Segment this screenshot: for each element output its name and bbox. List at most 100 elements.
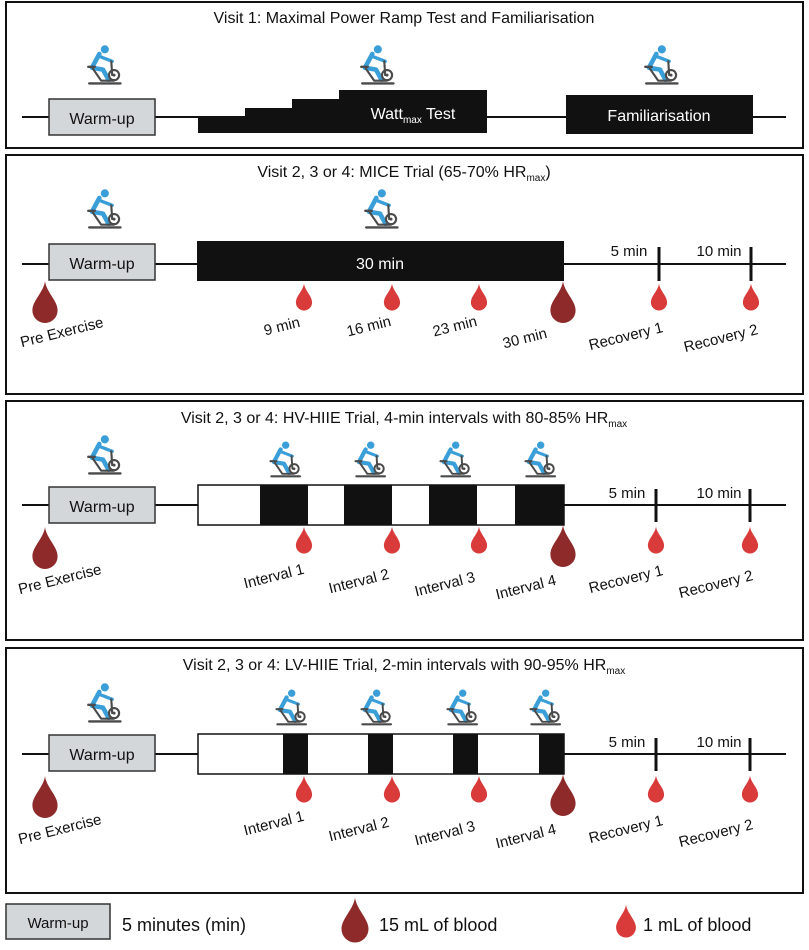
recovery-2-duration: 10 min bbox=[696, 734, 741, 751]
stationary-bike-icon bbox=[88, 435, 120, 473]
blood-drop-small-icon bbox=[383, 283, 401, 311]
mice-block-label: 30 min bbox=[356, 256, 404, 273]
ramp-test-block bbox=[198, 90, 487, 133]
stationary-bike-icon bbox=[356, 442, 385, 477]
work-interval-1 bbox=[260, 485, 308, 525]
label-interval-4: Interval 4 bbox=[494, 572, 558, 603]
work-interval-2 bbox=[368, 734, 393, 774]
blood-drop-small-icon bbox=[741, 526, 759, 554]
blood-drop-small-icon bbox=[295, 283, 313, 311]
blood-drop-large-icon bbox=[32, 281, 58, 323]
warmup-box bbox=[48, 98, 156, 136]
familiarisation-block bbox=[566, 95, 753, 134]
work-interval-3 bbox=[453, 734, 478, 774]
label-interval-2: Interval 2 bbox=[327, 566, 391, 597]
label-interval-1: Interval 1 bbox=[242, 808, 306, 839]
legend-warmup-box bbox=[5, 903, 111, 940]
blood-drop-large-icon bbox=[341, 897, 369, 943]
recovery-2-duration: 10 min bbox=[696, 243, 741, 260]
panel-frame bbox=[5, 647, 804, 894]
panel-title: Visit 1: Maximal Power Ramp Test and Fam… bbox=[214, 10, 595, 27]
label-recovery-2: Recovery 2 bbox=[677, 567, 755, 602]
panel-frame bbox=[5, 400, 804, 641]
warmup-label: Warm-up bbox=[69, 111, 134, 128]
stationary-bike-icon bbox=[645, 45, 677, 83]
blood-drop-small-icon bbox=[470, 775, 488, 803]
recovery-1-duration: 5 min bbox=[611, 243, 648, 260]
blood-drop-large-icon bbox=[550, 525, 576, 567]
warmup-label: Warm-up bbox=[69, 747, 134, 764]
label-sample-30: 30 min bbox=[501, 325, 549, 352]
warmup-box bbox=[48, 243, 156, 281]
recovery-2-duration: 10 min bbox=[696, 485, 741, 502]
label-sample-23: 23 min bbox=[431, 313, 479, 340]
blood-drop-small-icon bbox=[383, 526, 401, 554]
stationary-bike-icon bbox=[88, 45, 120, 83]
work-interval-1 bbox=[283, 734, 308, 774]
ramp-test-label: Wattmax Test bbox=[371, 106, 456, 126]
label-recovery-2: Recovery 2 bbox=[682, 321, 760, 356]
stationary-bike-icon bbox=[271, 442, 300, 477]
blood-drop-large-icon bbox=[550, 774, 576, 816]
stationary-bike-icon bbox=[448, 690, 477, 725]
legend-small-drop: 1 mL of blood bbox=[643, 915, 751, 935]
mice-block bbox=[197, 241, 564, 281]
stationary-bike-icon bbox=[88, 189, 120, 227]
panel-frame bbox=[5, 1, 804, 149]
label-recovery-2: Recovery 2 bbox=[677, 816, 755, 851]
label-interval-2: Interval 2 bbox=[327, 814, 391, 845]
stationary-bike-icon bbox=[362, 690, 391, 725]
label-interval-3: Interval 3 bbox=[413, 818, 477, 849]
panel-title: Visit 2, 3 or 4: MICE Trial (65-70% HRma… bbox=[257, 164, 550, 184]
panel-visit-2-mice: Visit 2, 3 or 4: MICE Trial (65-70% HRma… bbox=[5, 154, 804, 395]
legend: Warm-up 5 minutes (min) 15 mL of blood 1… bbox=[5, 897, 751, 943]
work-interval-2 bbox=[344, 485, 392, 525]
blood-drop-small-icon bbox=[650, 283, 668, 311]
blood-drop-small-icon bbox=[470, 526, 488, 554]
stationary-bike-icon bbox=[361, 45, 393, 83]
label-interval-1: Interval 1 bbox=[242, 561, 306, 592]
label-pre-exercise: Pre Exercise bbox=[19, 314, 106, 351]
warmup-box bbox=[48, 486, 156, 524]
blood-drop-small-icon bbox=[295, 526, 313, 554]
blood-drop-large-icon bbox=[550, 281, 576, 323]
label-sample-9: 9 min bbox=[262, 314, 302, 339]
panel-visit-1: Visit 1: Maximal Power Ramp Test and Fam… bbox=[5, 1, 804, 149]
blood-drop-small-icon bbox=[647, 526, 665, 554]
label-pre-exercise: Pre Exercise bbox=[17, 561, 104, 598]
blood-drop-small-icon bbox=[470, 283, 488, 311]
stationary-bike-icon bbox=[365, 189, 397, 227]
label-sample-16: 16 min bbox=[345, 313, 393, 340]
work-interval-4 bbox=[515, 485, 564, 525]
warmup-label: Warm-up bbox=[69, 256, 134, 273]
familiarisation-label: Familiarisation bbox=[607, 108, 710, 125]
recovery-1-duration: 5 min bbox=[609, 734, 646, 751]
stationary-bike-icon bbox=[531, 690, 560, 725]
label-recovery-1: Recovery 1 bbox=[587, 319, 665, 354]
panel-visit-3-hv-hiie: Visit 2, 3 or 4: HV-HIIE Trial, 4-min in… bbox=[5, 400, 804, 641]
label-recovery-1: Recovery 1 bbox=[587, 812, 665, 847]
blood-drop-small-icon bbox=[647, 775, 665, 803]
blood-drop-small-icon bbox=[383, 775, 401, 803]
label-interval-3: Interval 3 bbox=[413, 569, 477, 600]
stationary-bike-icon bbox=[526, 442, 555, 477]
blood-drop-large-icon bbox=[32, 776, 58, 818]
stationary-bike-icon bbox=[88, 683, 120, 721]
warmup-label: Warm-up bbox=[69, 499, 134, 516]
blood-drop-small-icon bbox=[295, 775, 313, 803]
panel-visit-4-lv-hiie: Visit 2, 3 or 4: LV-HIIE Trial, 2-min in… bbox=[5, 647, 804, 894]
recovery-1-duration: 5 min bbox=[609, 485, 646, 502]
legend-large-drop: 15 mL of blood bbox=[379, 915, 497, 935]
blood-drop-small-icon bbox=[741, 775, 759, 803]
work-interval-3 bbox=[429, 485, 477, 525]
work-interval-4 bbox=[539, 734, 564, 774]
panel-title: Visit 2, 3 or 4: HV-HIIE Trial, 4-min in… bbox=[181, 410, 627, 430]
blood-drop-large-icon bbox=[32, 527, 58, 569]
blood-drop-small-icon bbox=[742, 283, 760, 311]
legend-warmup-label: Warm-up bbox=[27, 915, 88, 932]
panel-title: Visit 2, 3 or 4: LV-HIIE Trial, 2-min in… bbox=[183, 657, 625, 677]
label-interval-4: Interval 4 bbox=[494, 821, 558, 852]
legend-duration: 5 minutes (min) bbox=[122, 915, 246, 935]
blood-drop-small-icon bbox=[616, 904, 636, 938]
